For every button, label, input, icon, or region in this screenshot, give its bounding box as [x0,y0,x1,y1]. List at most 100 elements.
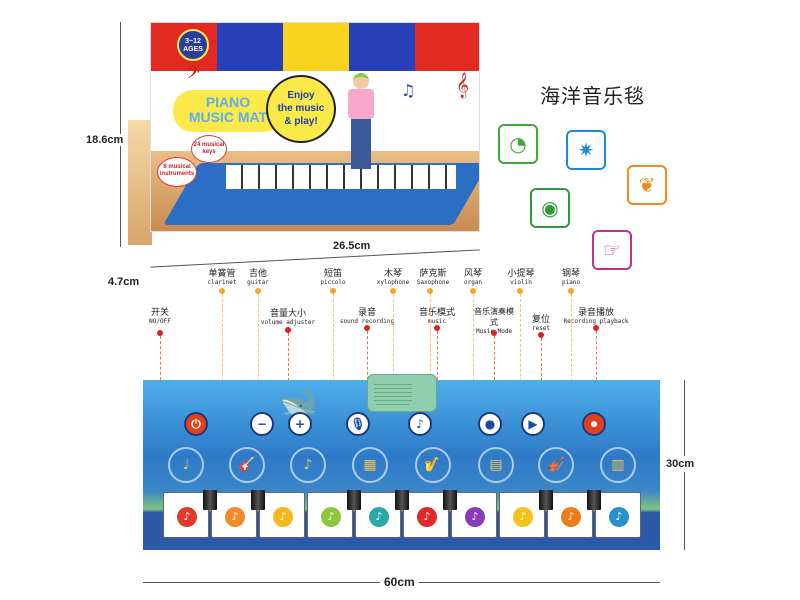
label-cn: 单簧管 [208,269,236,279]
piano-key[interactable]: ♪ [499,492,545,538]
leader-dot [157,330,163,336]
piano-key[interactable]: ♪ [163,492,209,538]
slogan-line: & play! [284,116,318,127]
leader-line [288,333,289,426]
leader-dot [593,325,599,331]
paint-drip [217,23,283,71]
label-cn: 音乐演奏模式 [474,307,514,327]
black-key[interactable] [395,490,409,510]
paint-drip [283,23,349,71]
label-en: piano [561,279,581,286]
box-mat-keys [226,165,456,189]
reset-icon: ▶ [528,417,538,431]
instrument-pad-clarinet[interactable]: ♩ [168,447,204,483]
label-cn: 吉他 [248,269,267,279]
instrument-pad-guitar[interactable]: 🎸 [229,447,265,483]
label-en: Saxophone [416,279,450,286]
instrument-pad-piccolo[interactable]: ♪ [290,447,326,483]
eye-icon: ◉ [530,188,570,228]
label-en: NO/OFF [149,318,171,325]
title-line: PIANO [205,94,251,110]
box-depth-label: 4.7cm [108,276,140,288]
label-en: reset [531,325,551,332]
brain-icon: ❦ [627,165,667,205]
note-icon: ♪ [465,507,485,527]
product-title: 海洋音乐毯 [540,84,645,108]
label-cn: 音乐模式 [418,308,456,318]
power-icon: ⏻ [191,416,201,431]
black-key[interactable] [539,490,553,510]
black-key[interactable] [587,490,601,510]
label-cn: 开关 [150,308,169,318]
reset-button[interactable]: ▶ [521,412,545,436]
black-key[interactable] [251,490,265,510]
power-button[interactable]: ⏻ [184,412,208,436]
leader-dot [568,288,574,294]
mat-width-label: 60cm [380,575,419,589]
piano-key[interactable]: ♪ [211,492,257,538]
black-key[interactable] [203,490,217,510]
label-cn: 萨克斯 [419,269,447,279]
note-icon: ♪ [177,507,197,527]
leader-dot [427,288,433,294]
note-icon: ♪ [273,507,293,527]
piano-key[interactable]: ♪ [355,492,401,538]
black-key[interactable] [443,490,457,510]
black-key[interactable] [347,490,361,510]
label-cn: 木琴 [383,269,403,279]
mat-bottom-border [143,540,660,550]
label-en: organ [463,279,483,286]
note-icon: ♪ [321,507,341,527]
volume-down-button[interactable]: − [250,412,274,436]
label-en: guitar [247,279,269,286]
instrument-pad-xylophone[interactable]: ▦ [352,447,388,483]
leader-dot [470,288,476,294]
piano-key[interactable]: ♪ [259,492,305,538]
instrument-pad-saxophone[interactable]: 🎷 [415,447,451,483]
record-button[interactable]: 🎙 [346,412,370,436]
instruments-badge: 8 musical instruments [157,157,197,187]
piano-key[interactable]: ♪ [403,492,449,538]
box-height-label: 18.6cm [86,134,124,146]
playback-button[interactable]: ⏺ [582,412,606,436]
piano-key[interactable]: ♪ [307,492,353,538]
leader-dot [255,288,261,294]
label-cn: 小提琴 [507,269,535,279]
instrument-pad-violin[interactable]: 🎻 [538,447,574,483]
piano-key[interactable]: ♪ [451,492,497,538]
box-width-label: 26.5cm [330,240,374,252]
note-icon: ♪ [561,507,581,527]
instrument-pad-organ[interactable]: ▤ [478,447,514,483]
piano-key[interactable]: ♪ [547,492,593,538]
ear-icon: ◔ [498,124,538,164]
volume-up-button[interactable]: + [288,412,312,436]
play-mode-button[interactable]: ● [478,412,502,436]
girl-picture [346,73,376,183]
label-cn: 录音播放 [577,308,614,318]
leader-dot [364,325,370,331]
label-en: clarinet [207,279,237,286]
mat-height-label: 30cm [666,456,695,472]
piano-key[interactable]: ♪ [595,492,641,538]
label-cn: 风琴 [463,269,482,279]
treble-clef-icon: 𝄞 [456,73,470,98]
playback-icon: ⏺ [590,416,597,431]
music-mode-button[interactable]: ♪ [408,412,432,436]
label-cn: 音量大小 [269,309,306,319]
volume-down-icon: − [256,417,268,431]
leader-dot [491,330,497,336]
instrument-pad-piano[interactable]: ▥ [600,447,636,483]
